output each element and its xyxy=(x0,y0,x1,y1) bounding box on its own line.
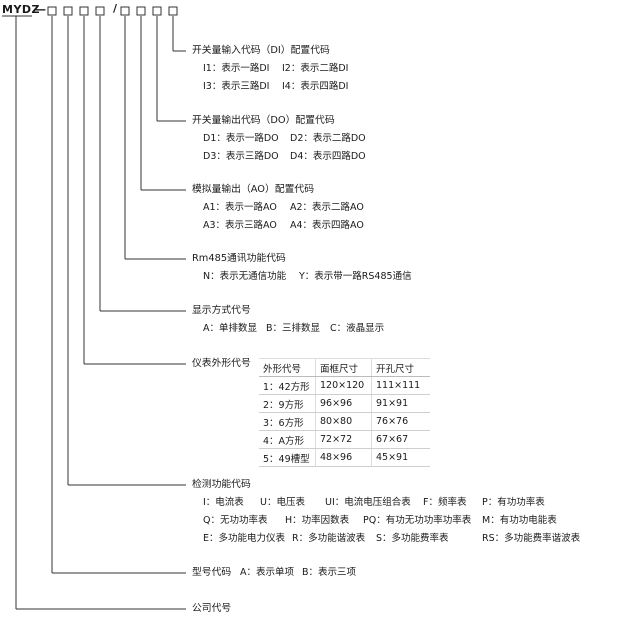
shape-code: 1：42方形 xyxy=(259,376,316,395)
di-title: 开关量输入代码（DI）配置代码 xyxy=(192,45,330,56)
function-option: R：多功能谐波表 xyxy=(292,533,366,544)
ao-option: A3：表示三路AO xyxy=(203,220,277,231)
rm485-option: Y：表示带一路RS485通信 xyxy=(299,271,412,282)
function-option: RS：多功能费率谐波表 xyxy=(482,533,581,544)
slot-box-disp xyxy=(95,6,105,16)
di-option: I4：表示四路DI xyxy=(282,81,349,92)
company-title: 公司代号 xyxy=(192,603,232,614)
shape-table-header: 外形代号 面框尺寸 开孔尺寸 xyxy=(259,358,430,377)
display-option: C：液晶显示 xyxy=(330,323,385,334)
slot-box-type xyxy=(47,6,57,16)
do-title: 开关量输出代码（DO）配置代码 xyxy=(192,115,335,126)
ao-title: 模拟量输出（AO）配置代码 xyxy=(192,184,315,195)
cutout-size: 45×91 xyxy=(371,448,430,467)
ao-option: A4：表示四路AO xyxy=(290,220,364,231)
function-option: S：多功能费率表 xyxy=(376,533,449,544)
code-slash: / xyxy=(113,2,118,15)
do-option: D1：表示一路DO xyxy=(203,133,279,144)
table-row: 2：9方形 96×96 91×91 xyxy=(259,394,430,413)
table-row: 3：6方形 80×80 76×76 xyxy=(259,412,430,431)
display-option: A：单排数显 xyxy=(203,323,257,334)
code-dash: — xyxy=(35,3,46,16)
frame-size: 72×72 xyxy=(315,430,372,449)
ao-option: A1：表示一路AO xyxy=(203,202,277,213)
shape-code: 2：9方形 xyxy=(259,394,316,413)
table-row: 5：49槽型 48×96 45×91 xyxy=(259,448,430,467)
shape-col-header: 开孔尺寸 xyxy=(371,358,430,377)
type-title: 型号代码 xyxy=(192,567,232,578)
frame-size: 96×96 xyxy=(315,394,372,413)
do-option: D2：表示二路DO xyxy=(290,133,366,144)
function-option: I：电流表 xyxy=(203,497,244,508)
frame-size: 48×96 xyxy=(315,448,372,467)
display-title: 显示方式代号 xyxy=(192,305,251,316)
di-option: I3：表示三路DI xyxy=(203,81,270,92)
display-option: B：三排数显 xyxy=(266,323,321,334)
function-option: M：有功功电能表 xyxy=(482,515,557,526)
table-row: 1：42方形 120×120 111×111 xyxy=(259,376,430,395)
do-option: D3：表示三路DO xyxy=(203,151,279,162)
cutout-size: 67×67 xyxy=(371,430,430,449)
slot-box-do xyxy=(152,6,162,16)
shape-code: 5：49槽型 xyxy=(259,448,316,467)
slot-box-di xyxy=(168,6,178,16)
function-option: H：功率因数表 xyxy=(285,515,350,526)
rm485-option: N：表示无通信功能 xyxy=(203,271,287,282)
function-option: Q：无功功率表 xyxy=(203,515,268,526)
function-option: U：电压表 xyxy=(260,497,305,508)
frame-size: 80×80 xyxy=(315,412,372,431)
slot-box-func xyxy=(63,6,73,16)
model-prefix: MYDZ xyxy=(2,3,41,16)
frame-size: 120×120 xyxy=(315,376,372,395)
shape-title: 仪表外形代号 xyxy=(192,358,251,369)
type-option: A：表示单项 xyxy=(240,567,294,578)
table-row: 4：A方形 72×72 67×67 xyxy=(259,430,430,449)
shape-code: 3：6方形 xyxy=(259,412,316,431)
do-option: D4：表示四路DO xyxy=(290,151,366,162)
function-option: PQ：有功无功功率功率表 xyxy=(363,515,472,526)
function-option: UI：电流电压组合表 xyxy=(325,497,411,508)
cutout-size: 91×91 xyxy=(371,394,430,413)
slot-box-shape xyxy=(79,6,89,16)
ao-option: A2：表示二路AO xyxy=(290,202,364,213)
slot-box-rm xyxy=(120,6,130,16)
function-option: P：有功功率表 xyxy=(482,497,545,508)
cutout-size: 111×111 xyxy=(371,376,430,395)
di-option: I2：表示二路DI xyxy=(282,63,349,74)
function-title: 检测功能代码 xyxy=(192,479,251,490)
rm485-title: Rm485通讯功能代码 xyxy=(192,253,286,264)
shape-col-header: 面框尺寸 xyxy=(315,358,372,377)
type-option: B：表示三项 xyxy=(302,567,357,578)
shape-table: 外形代号 面框尺寸 开孔尺寸 1：42方形 120×120 111×111 2：… xyxy=(259,358,430,467)
slot-box-ao xyxy=(136,6,146,16)
function-option: F：频率表 xyxy=(423,497,467,508)
di-option: I1：表示一路DI xyxy=(203,63,270,74)
shape-code: 4：A方形 xyxy=(259,430,316,449)
shape-col-header: 外形代号 xyxy=(259,358,316,377)
function-option: E：多功能电力仪表 xyxy=(203,533,286,544)
cutout-size: 76×76 xyxy=(371,412,430,431)
